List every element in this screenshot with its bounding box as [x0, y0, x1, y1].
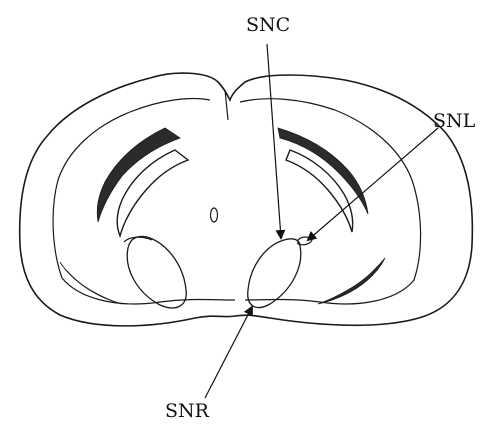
right-inner-arc: [286, 150, 353, 232]
snl-arrow: [308, 128, 438, 240]
snc-arrow: [267, 44, 281, 238]
left-substantia-nigra: [127, 236, 186, 307]
label-snr: SNR: [165, 402, 209, 421]
snr-arrow: [205, 307, 252, 398]
right-white-matter-arc: [278, 128, 368, 214]
right-substantia-nigra: [248, 239, 301, 308]
central-aqueduct: [211, 208, 218, 222]
label-snl: SNL: [433, 112, 475, 131]
label-snc: SNC: [246, 16, 290, 35]
right-lateral-stripe: [318, 258, 385, 304]
